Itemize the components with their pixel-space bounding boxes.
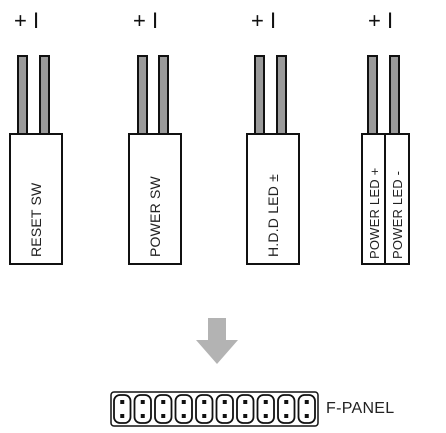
pin bbox=[202, 414, 207, 418]
pin bbox=[263, 414, 268, 418]
polarity-markings-power-led: + I bbox=[368, 8, 394, 33]
pin bbox=[161, 414, 166, 418]
pin-pair bbox=[256, 394, 275, 424]
pin-pair bbox=[297, 394, 316, 424]
connector-housing-power-sw bbox=[128, 133, 182, 265]
connector-housing-hdd-led bbox=[246, 133, 300, 265]
pin-pair bbox=[113, 394, 132, 424]
polarity-markings-power-sw: + I bbox=[133, 8, 159, 33]
f-panel-label: F-PANEL bbox=[326, 400, 395, 417]
pin bbox=[243, 400, 248, 404]
connector-label-power-sw: POWER SW bbox=[147, 176, 163, 257]
pin bbox=[222, 400, 227, 404]
wire-positive bbox=[137, 55, 148, 135]
connector-label-hdd-led: H.D.D LED ± bbox=[265, 173, 281, 257]
wire-positive bbox=[254, 55, 265, 135]
polarity-markings-reset: + I bbox=[14, 8, 40, 33]
pin-pair bbox=[154, 394, 173, 424]
pin-pair bbox=[133, 394, 152, 424]
pin bbox=[202, 400, 207, 404]
wire-negative bbox=[389, 55, 400, 135]
pin bbox=[181, 414, 186, 418]
pin bbox=[263, 400, 268, 404]
connector-label-power-led-positive: POWER LED + bbox=[367, 167, 382, 259]
pin bbox=[222, 414, 227, 418]
header-frame bbox=[110, 391, 319, 427]
wire-negative bbox=[276, 55, 287, 135]
pin-pair bbox=[236, 394, 255, 424]
pin bbox=[140, 400, 145, 404]
pin bbox=[140, 414, 145, 418]
pin bbox=[284, 414, 289, 418]
connector-label-reset-sw: RESET SW bbox=[28, 182, 44, 257]
wire-negative bbox=[39, 55, 50, 135]
down-arrow-icon bbox=[196, 318, 238, 364]
pin bbox=[243, 414, 248, 418]
pin bbox=[161, 400, 166, 404]
pin-pair bbox=[215, 394, 234, 424]
pin-pair bbox=[277, 394, 296, 424]
wire-positive bbox=[367, 55, 378, 135]
wire-positive bbox=[17, 55, 28, 135]
pin-pair bbox=[195, 394, 214, 424]
pin bbox=[181, 400, 186, 404]
pin bbox=[120, 414, 125, 418]
wire-negative bbox=[158, 55, 169, 135]
pin bbox=[304, 414, 309, 418]
housing-divider bbox=[384, 133, 386, 265]
connector-housing-reset-sw bbox=[9, 133, 63, 265]
polarity-markings-hdd-led: + I bbox=[251, 8, 277, 33]
f-panel-header bbox=[110, 391, 319, 427]
pin bbox=[284, 400, 289, 404]
pin bbox=[304, 400, 309, 404]
pin-pair bbox=[174, 394, 193, 424]
connector-label-power-led-negative: POWER LED - bbox=[390, 170, 405, 259]
pin bbox=[120, 400, 125, 404]
